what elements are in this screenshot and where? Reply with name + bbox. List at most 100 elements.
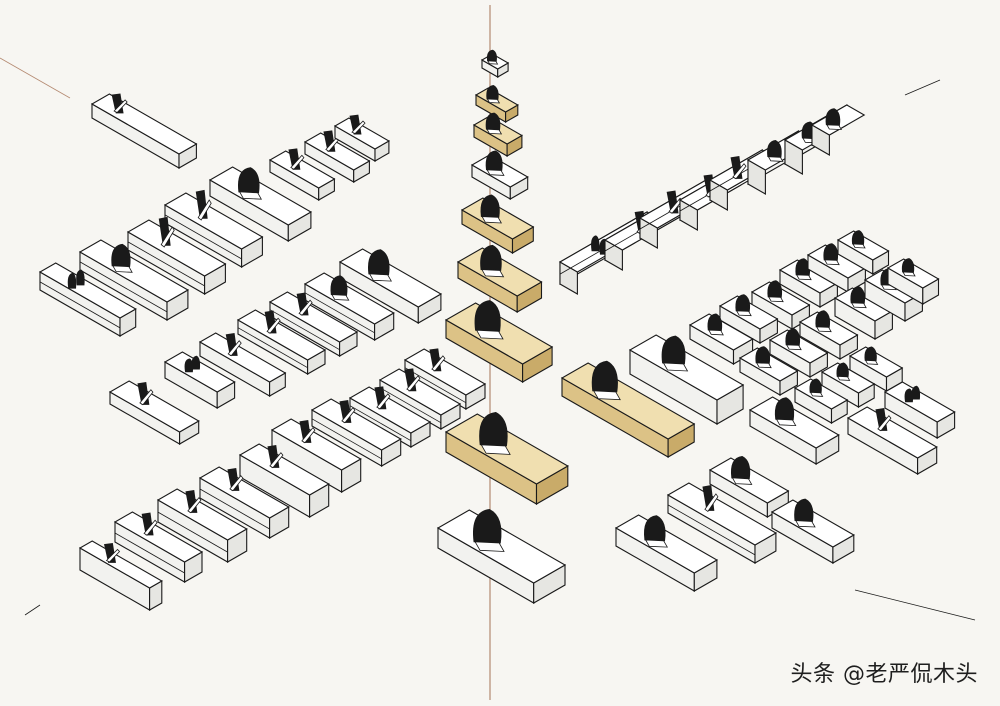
hand-plane-mini-round <box>886 258 940 305</box>
plane-mouth <box>836 375 851 381</box>
plane-mouth <box>481 216 503 224</box>
blade-iron-icon <box>591 235 600 252</box>
wedge-icon <box>143 519 158 536</box>
blade-iron-icon <box>864 346 877 362</box>
plane-mouth <box>662 362 689 372</box>
hand-plane-mini <box>806 243 867 293</box>
plane-mouth <box>826 124 843 131</box>
hand-plane-long <box>90 93 198 169</box>
blade-iron-icon <box>480 244 502 271</box>
plane-groove-line <box>164 214 242 260</box>
blade-iron-icon <box>809 378 822 394</box>
plane-mouth <box>331 294 350 301</box>
hand-plane-small <box>303 272 395 341</box>
plane-body-top <box>38 262 137 319</box>
plane-body-top <box>163 351 236 393</box>
blade-iron-icon <box>767 140 782 158</box>
blade-iron-icon <box>474 300 501 332</box>
plane-groove-line <box>237 327 308 369</box>
hand-plane-mini <box>798 310 859 360</box>
hand-plane-side-rebate <box>78 540 163 611</box>
plane-groove-line <box>157 511 228 553</box>
plane-groove-line <box>114 532 185 574</box>
plane-mouth <box>767 296 784 303</box>
plane-groove-line <box>379 387 442 424</box>
plane-groove-line <box>304 292 375 334</box>
plane-mouth <box>823 259 840 266</box>
plane-mouth <box>112 265 133 273</box>
wedge-icon <box>431 355 446 372</box>
plane-body-top <box>113 511 204 563</box>
wedge-icon <box>376 393 391 410</box>
plane-body-top <box>666 482 778 546</box>
hand-plane-medium <box>208 166 313 242</box>
wedge-icon <box>197 199 212 221</box>
hand-plane-plough <box>163 351 236 409</box>
blade-iron-icon <box>785 328 801 346</box>
wedge-icon <box>732 163 747 180</box>
wedge-icon <box>160 226 175 248</box>
plane-mouth <box>735 310 752 317</box>
plane-body-top <box>310 398 402 451</box>
plane-mouth <box>708 329 724 336</box>
plane-body-top <box>268 291 359 343</box>
blade-iron-icon <box>730 455 751 480</box>
plane-body-top <box>78 239 190 303</box>
plane-mouth <box>487 60 499 65</box>
plane-body-top <box>156 488 248 541</box>
wedge-icon <box>877 415 892 432</box>
plane-body-top <box>78 540 163 589</box>
plane-body-top <box>163 192 264 250</box>
plane-mouth <box>486 98 501 104</box>
hand-plane-small <box>333 114 391 162</box>
plane-mouth <box>238 191 263 200</box>
plane-mouth <box>767 156 784 162</box>
wedge-icon <box>351 120 366 135</box>
plane-body-top <box>198 466 290 519</box>
hand-plane-compass-large <box>628 334 745 425</box>
plane-groove-line <box>127 241 205 287</box>
blade-iron-icon <box>836 362 849 378</box>
hand-plane-wood-small <box>474 85 519 123</box>
hand-plane-mini <box>836 230 890 275</box>
wedge-icon <box>113 99 128 113</box>
blade-iron-icon <box>485 150 503 171</box>
hand-plane-mini <box>688 313 754 365</box>
hand-planes <box>38 49 956 611</box>
hand-plane-mini <box>820 362 876 408</box>
plane-mouth <box>755 362 772 369</box>
hand-plane-medium <box>748 396 840 465</box>
blade-iron-icon <box>794 498 814 522</box>
plane-mouth <box>795 274 812 281</box>
blade-iron-icon <box>486 85 499 100</box>
hand-plane-wood-small <box>472 112 524 157</box>
hand-plane-moulding <box>78 239 190 321</box>
blade-iron-icon <box>330 275 348 296</box>
blade-iron-icon <box>485 112 501 131</box>
plane-mouth <box>864 359 879 365</box>
wedge-icon <box>187 497 202 514</box>
hand-plane-medium <box>338 248 443 324</box>
hand-plane-small <box>810 104 866 156</box>
plane-body-top <box>338 248 443 308</box>
blade-iron-icon <box>904 388 914 403</box>
hand-plane-mini-round <box>833 286 894 340</box>
plane-body-top <box>236 309 327 361</box>
plane-mouth <box>475 329 504 340</box>
plane-body-top <box>403 348 487 396</box>
plane-mouth <box>474 541 505 552</box>
plane-body-top <box>303 272 395 325</box>
guide-line <box>24 604 41 616</box>
blade-iron-icon <box>368 249 390 276</box>
blade-iron-icon <box>850 286 866 304</box>
plane-mouth <box>850 302 867 309</box>
hand-plane-medium <box>770 498 855 564</box>
wedge-icon <box>290 154 305 170</box>
hand-plane-mini <box>848 346 904 392</box>
wedge-icon <box>139 389 154 406</box>
hand-plane-small <box>268 148 336 201</box>
plane-mouth <box>486 169 505 176</box>
guide-line <box>904 79 941 96</box>
